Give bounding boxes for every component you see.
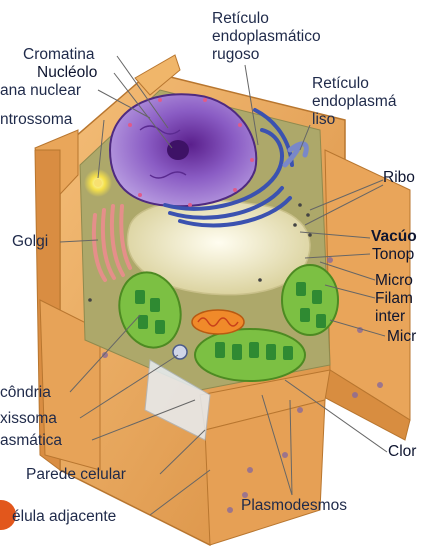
label-plasmodesmos: Plasmodesmos — [241, 497, 347, 515]
label-celula-adjacente: élula adjacente — [12, 508, 116, 526]
label-cromatina: Cromatina — [23, 46, 95, 64]
label-mitocondria: côndria — [0, 384, 51, 402]
label-microfilamentos: Micr — [387, 328, 416, 346]
label-parede-celular: Parede celular — [26, 466, 126, 484]
label-microtubulos: Micro — [375, 272, 413, 290]
nucleus — [110, 94, 256, 207]
label-cloroplasto: Clor — [388, 443, 416, 461]
label-tonoplasto: Tonop — [372, 246, 414, 264]
label-rer-line1: Retículo — [212, 10, 269, 28]
label-centrossoma: ntrossoma — [0, 111, 72, 129]
label-membrana-plasmatica: asmática — [0, 432, 62, 450]
nucleolus — [167, 140, 189, 160]
label-membrana-nuclear: ana nuclear — [0, 82, 81, 100]
label-golgi: Golgi — [12, 233, 48, 251]
label-peroxissoma: xissoma — [0, 410, 57, 428]
label-rel-line1: Retículo — [312, 75, 369, 93]
label-rel-line2: endoplasmá — [312, 93, 396, 111]
label-nucleolo: Nucléolo — [37, 64, 97, 82]
mitochondrion — [192, 310, 244, 334]
label-ribossomos: Ribo — [383, 169, 415, 187]
label-rer-line3: rugoso — [212, 46, 259, 64]
label-filamentos-line1: Filam — [375, 290, 413, 308]
label-rel-line3: liso — [312, 111, 335, 129]
label-filamentos-line2: inter — [375, 308, 405, 326]
label-vacuolo: Vacúo — [371, 228, 417, 246]
label-rer-line2: endoplasmático — [212, 28, 321, 46]
